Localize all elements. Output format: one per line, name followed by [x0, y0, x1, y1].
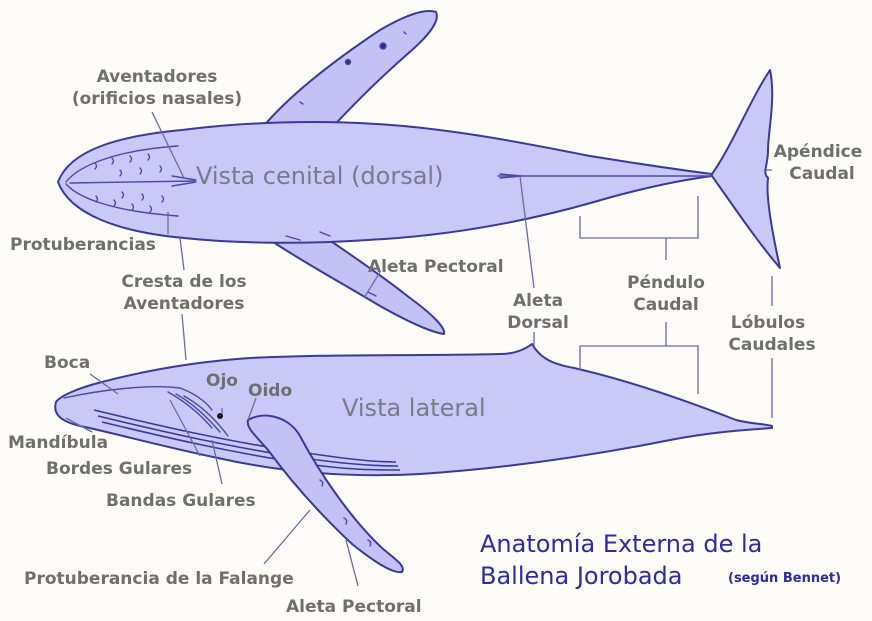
leader-oido — [247, 397, 257, 421]
label-ojo: Ojo — [206, 371, 238, 391]
lateral-whale — [54, 343, 773, 574]
leader-aventadores — [151, 111, 185, 179]
label-bordes-gulares: Bordes Gulares — [46, 459, 192, 479]
leader-boca — [89, 373, 119, 395]
label-boca: Boca — [44, 353, 90, 373]
label-aventadores-2: (orificios nasales) — [72, 89, 242, 109]
lateral-body — [54, 343, 773, 477]
title-line-1: Anatomía Externa de la — [480, 530, 762, 558]
leader-bandas-gulares — [211, 439, 223, 485]
lateral-pectoral-fin — [246, 414, 404, 574]
label-aleta-pectoral-top: Aleta Pectoral — [368, 257, 504, 277]
rostrum-outline — [65, 145, 195, 217]
label-protuberancias: Protuberancias — [10, 235, 156, 255]
leader-aleta-pectoral-bottom — [345, 539, 359, 587]
label-oido: Oido — [248, 381, 292, 401]
dorsal-whale — [57, 10, 781, 335]
label-protuberancia-falange: Protuberancia de la Falange — [24, 569, 294, 589]
view-label-lateral: Vista lateral — [342, 394, 486, 422]
label-lobulos-1: Lóbulos — [731, 313, 805, 333]
dorsal-fluke — [711, 69, 781, 269]
title-credit: (según Bennet) — [728, 571, 841, 586]
dorsal-upper-pectoral-fin — [261, 10, 438, 135]
eye — [217, 413, 223, 419]
title-line-2: Ballena Jorobada — [480, 562, 683, 590]
leader-lines — [65, 111, 773, 587]
labels: Vista cenital (dorsal) Vista lateral Ave… — [8, 67, 862, 617]
mouth-line — [63, 386, 213, 411]
label-mandibula: Mandíbula — [8, 433, 108, 453]
label-lobulos-2: Caudales — [728, 335, 815, 355]
throat-pleats — [167, 391, 229, 437]
dorsal-lower-pectoral-fin — [257, 227, 446, 335]
leader-cresta-bottom — [181, 313, 187, 361]
label-cresta-2: Aventadores — [124, 294, 245, 314]
label-aleta-pectoral-bottom: Aleta Pectoral — [286, 597, 422, 617]
leader-bordes-gulares — [169, 399, 201, 457]
label-aleta-dorsal-1: Aleta — [513, 291, 563, 311]
bracket-pendulo-top — [579, 196, 699, 260]
label-apendice-2: Caudal — [789, 164, 855, 184]
leader-mandibula — [65, 417, 93, 433]
label-pendulo-1: Péndulo — [627, 273, 705, 293]
label-cresta-1: Cresta de los — [121, 272, 246, 292]
leader-cresta-top — [179, 237, 185, 271]
view-label-dorsal: Vista cenital (dorsal) — [196, 162, 443, 190]
label-pendulo-2: Caudal — [633, 295, 699, 315]
leader-aleta-pectoral-top — [363, 271, 381, 299]
label-aleta-dorsal-2: Dorsal — [507, 313, 569, 333]
tubercles — [94, 153, 165, 213]
bracket-pendulo-bottom — [579, 322, 699, 394]
dorsal-hump-mark — [499, 173, 523, 179]
label-aventadores-1: Aventadores — [97, 67, 218, 87]
leader-protuberancia-falange — [263, 509, 311, 565]
label-bandas-gulares: Bandas Gulares — [106, 491, 256, 511]
pectoral-knobs — [319, 479, 372, 547]
label-apendice-1: Apéndice — [774, 142, 863, 162]
leader-aleta-dorsal-top — [519, 175, 535, 289]
fin-markings — [285, 31, 407, 297]
